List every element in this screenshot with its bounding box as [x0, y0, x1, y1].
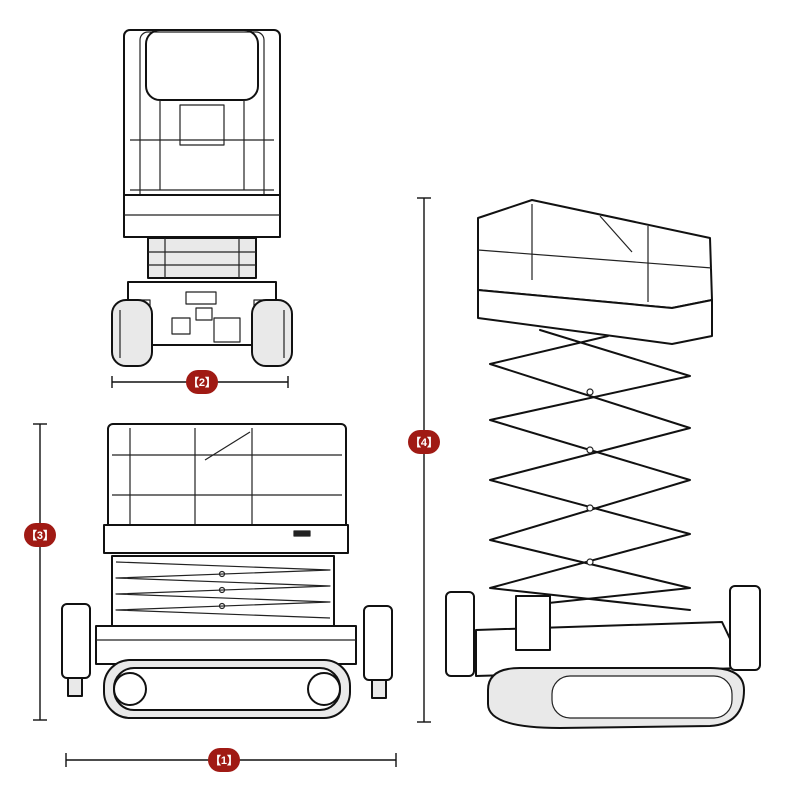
- dimension-width: 【1】: [65, 748, 397, 772]
- front-right-track: [251, 299, 293, 367]
- dimension-track-width: 【2】: [111, 370, 289, 394]
- side-right-outrigger: [363, 605, 393, 681]
- dimension-working-height: 【4】: [408, 197, 440, 723]
- front-view: [111, 29, 293, 367]
- extended-left-outrigger: [445, 591, 475, 677]
- dimension-stowed-height-label: 【3】: [26, 529, 54, 542]
- extended-scissor-arms: [489, 329, 691, 611]
- front-left-track: [111, 299, 153, 367]
- extended-mast-base: [515, 595, 551, 651]
- side-left-jack: [67, 677, 83, 697]
- side-left-outrigger: [61, 603, 91, 679]
- dimension-track-width-label: 【2】: [188, 376, 216, 389]
- side-chassis: [95, 625, 357, 665]
- side-right-jack: [371, 679, 387, 699]
- extended-platform-deck: [477, 289, 713, 345]
- front-scissor-stack: [147, 237, 257, 279]
- side-guardrail: [107, 423, 347, 533]
- side-view-extended: [445, 199, 761, 729]
- extended-guardrail: [477, 199, 713, 309]
- dimension-working-height-label: 【4】: [410, 436, 438, 449]
- extended-right-outrigger: [729, 585, 761, 671]
- side-platform-deck: [103, 524, 349, 554]
- side-view-stowed: [61, 423, 393, 719]
- dimension-width-label: 【1】: [210, 754, 238, 767]
- front-platform-deck: [123, 194, 281, 238]
- dimension-stowed-height: 【3】: [24, 423, 56, 721]
